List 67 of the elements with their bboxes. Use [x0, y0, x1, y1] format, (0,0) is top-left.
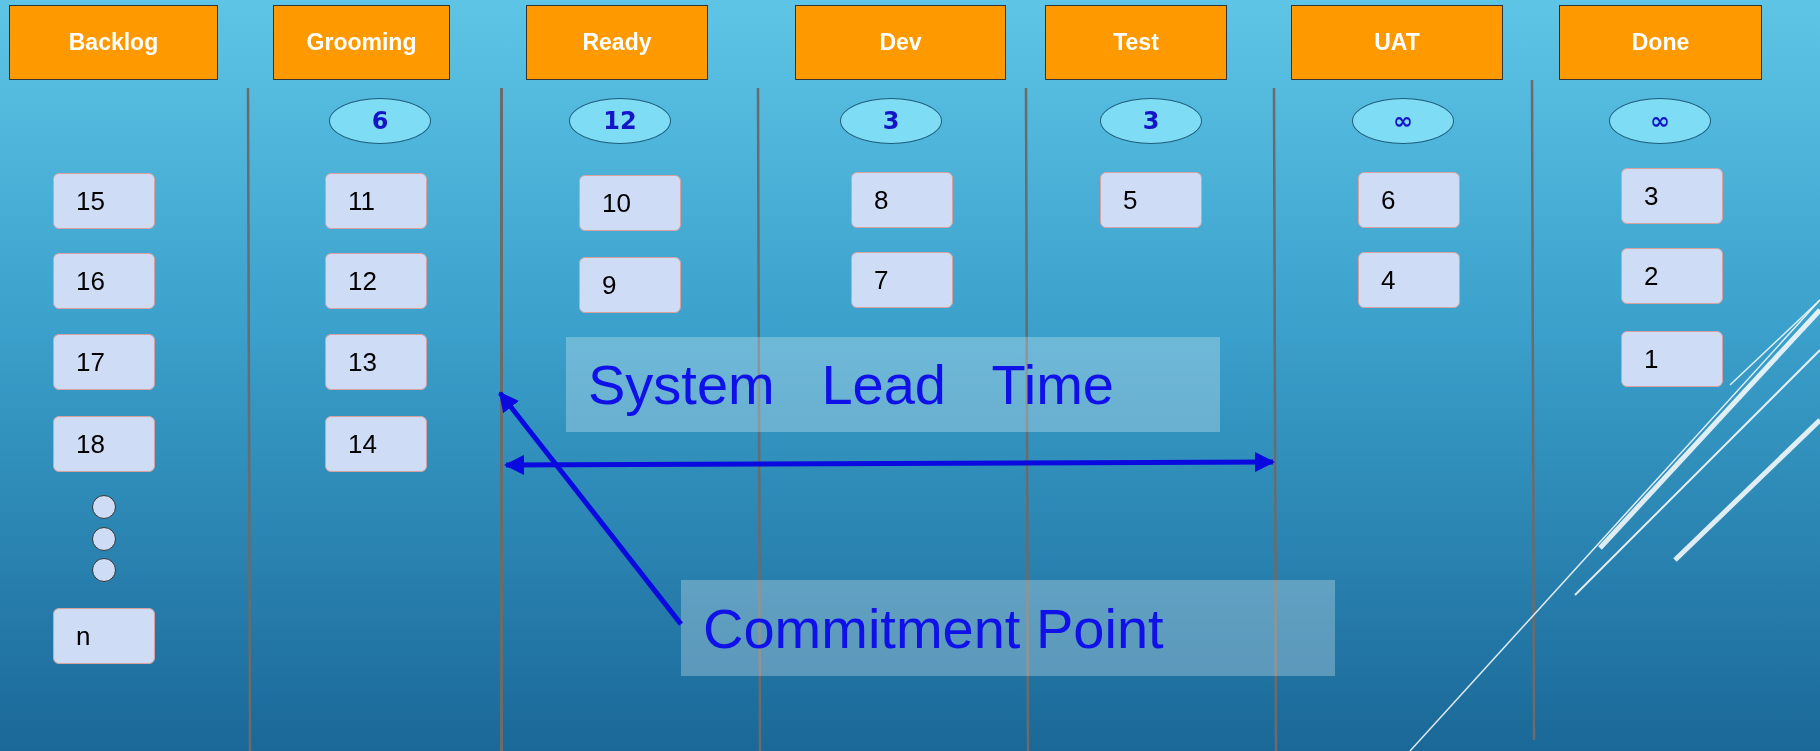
card-number: 15	[76, 185, 105, 217]
card-number: n	[76, 620, 91, 652]
callout-text: System Lead Time	[588, 352, 1114, 417]
wip-limit: 3	[882, 107, 900, 135]
card-number: 6	[1381, 184, 1396, 216]
card-number: 7	[874, 264, 889, 296]
work-item-card	[1621, 248, 1723, 304]
work-item-card	[53, 253, 155, 309]
card-number: 8	[874, 184, 889, 216]
callout-box	[566, 337, 1220, 432]
wip-limit: 6	[371, 107, 389, 135]
wip-limit: ∞	[1650, 107, 1670, 135]
wip-limit: ∞	[1393, 107, 1413, 135]
card-number: 12	[348, 265, 377, 297]
ellipsis-dot	[92, 558, 116, 582]
work-item-card	[325, 253, 427, 309]
work-item-card	[325, 334, 427, 390]
work-item-card	[851, 252, 953, 308]
work-item-card	[53, 173, 155, 229]
card-number: 18	[76, 428, 105, 460]
column-title: Ready	[582, 29, 652, 56]
column-header	[273, 5, 450, 80]
card-number: 9	[602, 269, 617, 301]
column-title: Backlog	[68, 29, 159, 56]
work-item-card	[579, 257, 681, 313]
work-item-card	[325, 416, 427, 472]
work-item-card	[53, 334, 155, 390]
work-item-card	[579, 175, 681, 231]
wip-limit: 3	[1142, 107, 1160, 135]
column-header	[1045, 5, 1227, 80]
work-item-card	[325, 173, 427, 229]
card-number: 10	[602, 187, 631, 219]
column-divider	[500, 88, 503, 751]
card-number: 1	[1644, 343, 1659, 375]
card-number: 13	[348, 346, 377, 378]
work-item-card	[1358, 172, 1460, 228]
column-title: Done	[1631, 29, 1690, 56]
column-header	[9, 5, 218, 80]
callout-box	[681, 580, 1335, 676]
column-header	[795, 5, 1006, 80]
card-number: 4	[1381, 264, 1396, 296]
ellipsis-dot	[92, 495, 116, 519]
work-item-card	[1621, 331, 1723, 387]
work-item-card	[1621, 168, 1723, 224]
ellipsis-dot	[92, 527, 116, 551]
card-number: 5	[1123, 184, 1138, 216]
card-number: 14	[348, 428, 377, 460]
card-number: 17	[76, 346, 105, 378]
card-number: 11	[348, 185, 375, 217]
work-item-card	[53, 416, 155, 472]
column-title: Grooming	[306, 29, 417, 56]
work-item-card	[53, 608, 155, 664]
column-header	[1291, 5, 1503, 80]
callout-text: Commitment Point	[703, 595, 1164, 661]
arrow	[498, 391, 683, 626]
card-number: 16	[76, 265, 105, 297]
column-header	[1559, 5, 1762, 80]
wip-limit: 12	[603, 107, 637, 135]
column-title: Dev	[879, 29, 922, 56]
card-number: 2	[1644, 260, 1659, 292]
card-number: 3	[1644, 180, 1659, 212]
work-item-card	[1358, 252, 1460, 308]
column-header	[526, 5, 708, 80]
column-title: UAT	[1374, 29, 1420, 56]
work-item-card	[851, 172, 953, 228]
work-item-card	[1100, 172, 1202, 228]
column-title: Test	[1113, 29, 1159, 56]
